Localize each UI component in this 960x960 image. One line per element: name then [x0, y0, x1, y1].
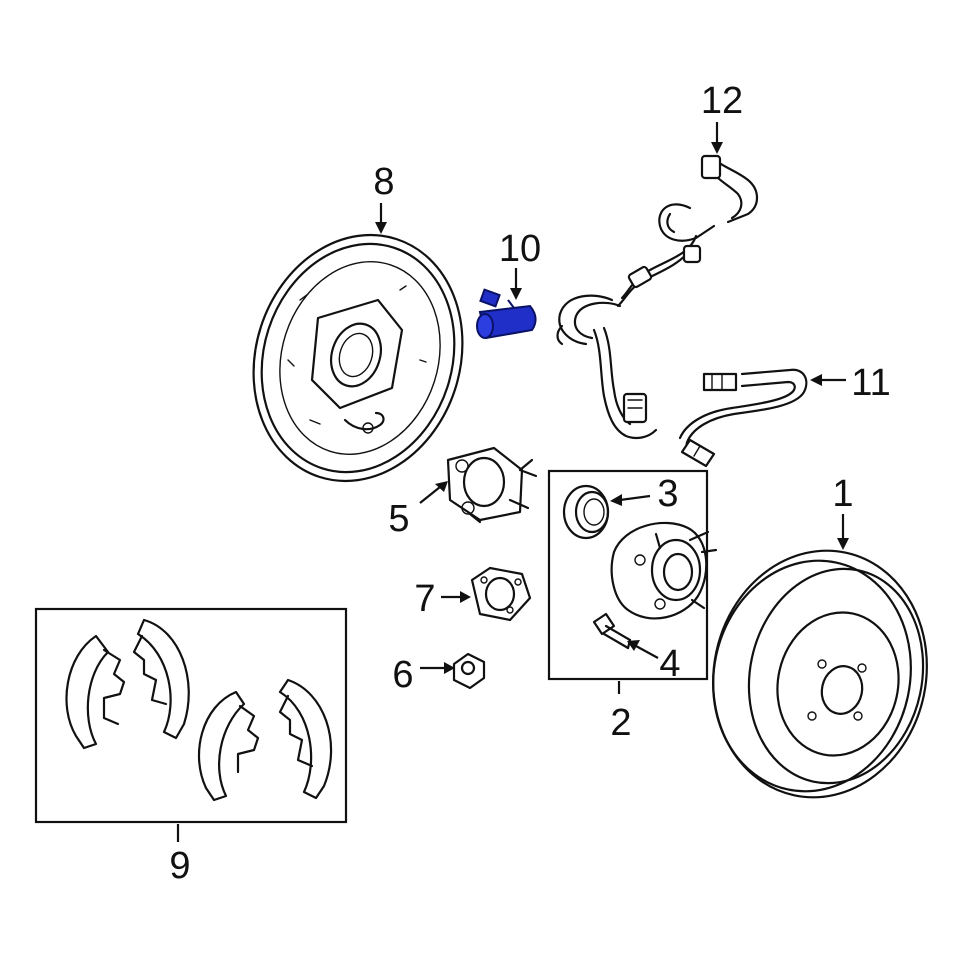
leader-lines: [176, 122, 849, 842]
brake-shoes-group-box: [34, 607, 348, 824]
gasket-part-7[interactable]: [470, 566, 532, 622]
callout-2: 2: [610, 702, 631, 744]
bolt-part-4[interactable]: [592, 612, 632, 650]
callout-1: 1: [832, 473, 853, 515]
callout-5: 5: [388, 498, 409, 540]
brake-drum-part-1[interactable]: [691, 531, 950, 818]
callout-7: 7: [414, 578, 435, 620]
callout-6: 6: [392, 654, 413, 696]
nut-part-6[interactable]: [452, 652, 486, 690]
callout-10: 10: [499, 228, 541, 270]
bearing-part-3[interactable]: [562, 484, 610, 540]
callout-labels: 1 2 3 4 5 6 7 8 9 10 11 12: [169, 80, 890, 887]
callout-3: 3: [657, 473, 678, 515]
hub-flange[interactable]: [610, 521, 718, 620]
hub-assembly-group-box: [547, 469, 709, 681]
brake-hose-part-11[interactable]: [678, 368, 808, 468]
backing-plate-part-8[interactable]: [222, 208, 493, 509]
brake-shoes-part-9[interactable]: [65, 618, 333, 802]
abs-sensor-harness-part-12[interactable]: [556, 154, 759, 440]
callout-9: 9: [169, 845, 190, 887]
callout-12: 12: [701, 80, 743, 122]
callout-4: 4: [659, 643, 680, 685]
carrier-bracket-part-5[interactable]: [446, 446, 538, 524]
wheel-cylinder-part-10[interactable]: [476, 288, 537, 340]
callout-11: 11: [851, 362, 890, 404]
callout-8: 8: [373, 161, 394, 203]
